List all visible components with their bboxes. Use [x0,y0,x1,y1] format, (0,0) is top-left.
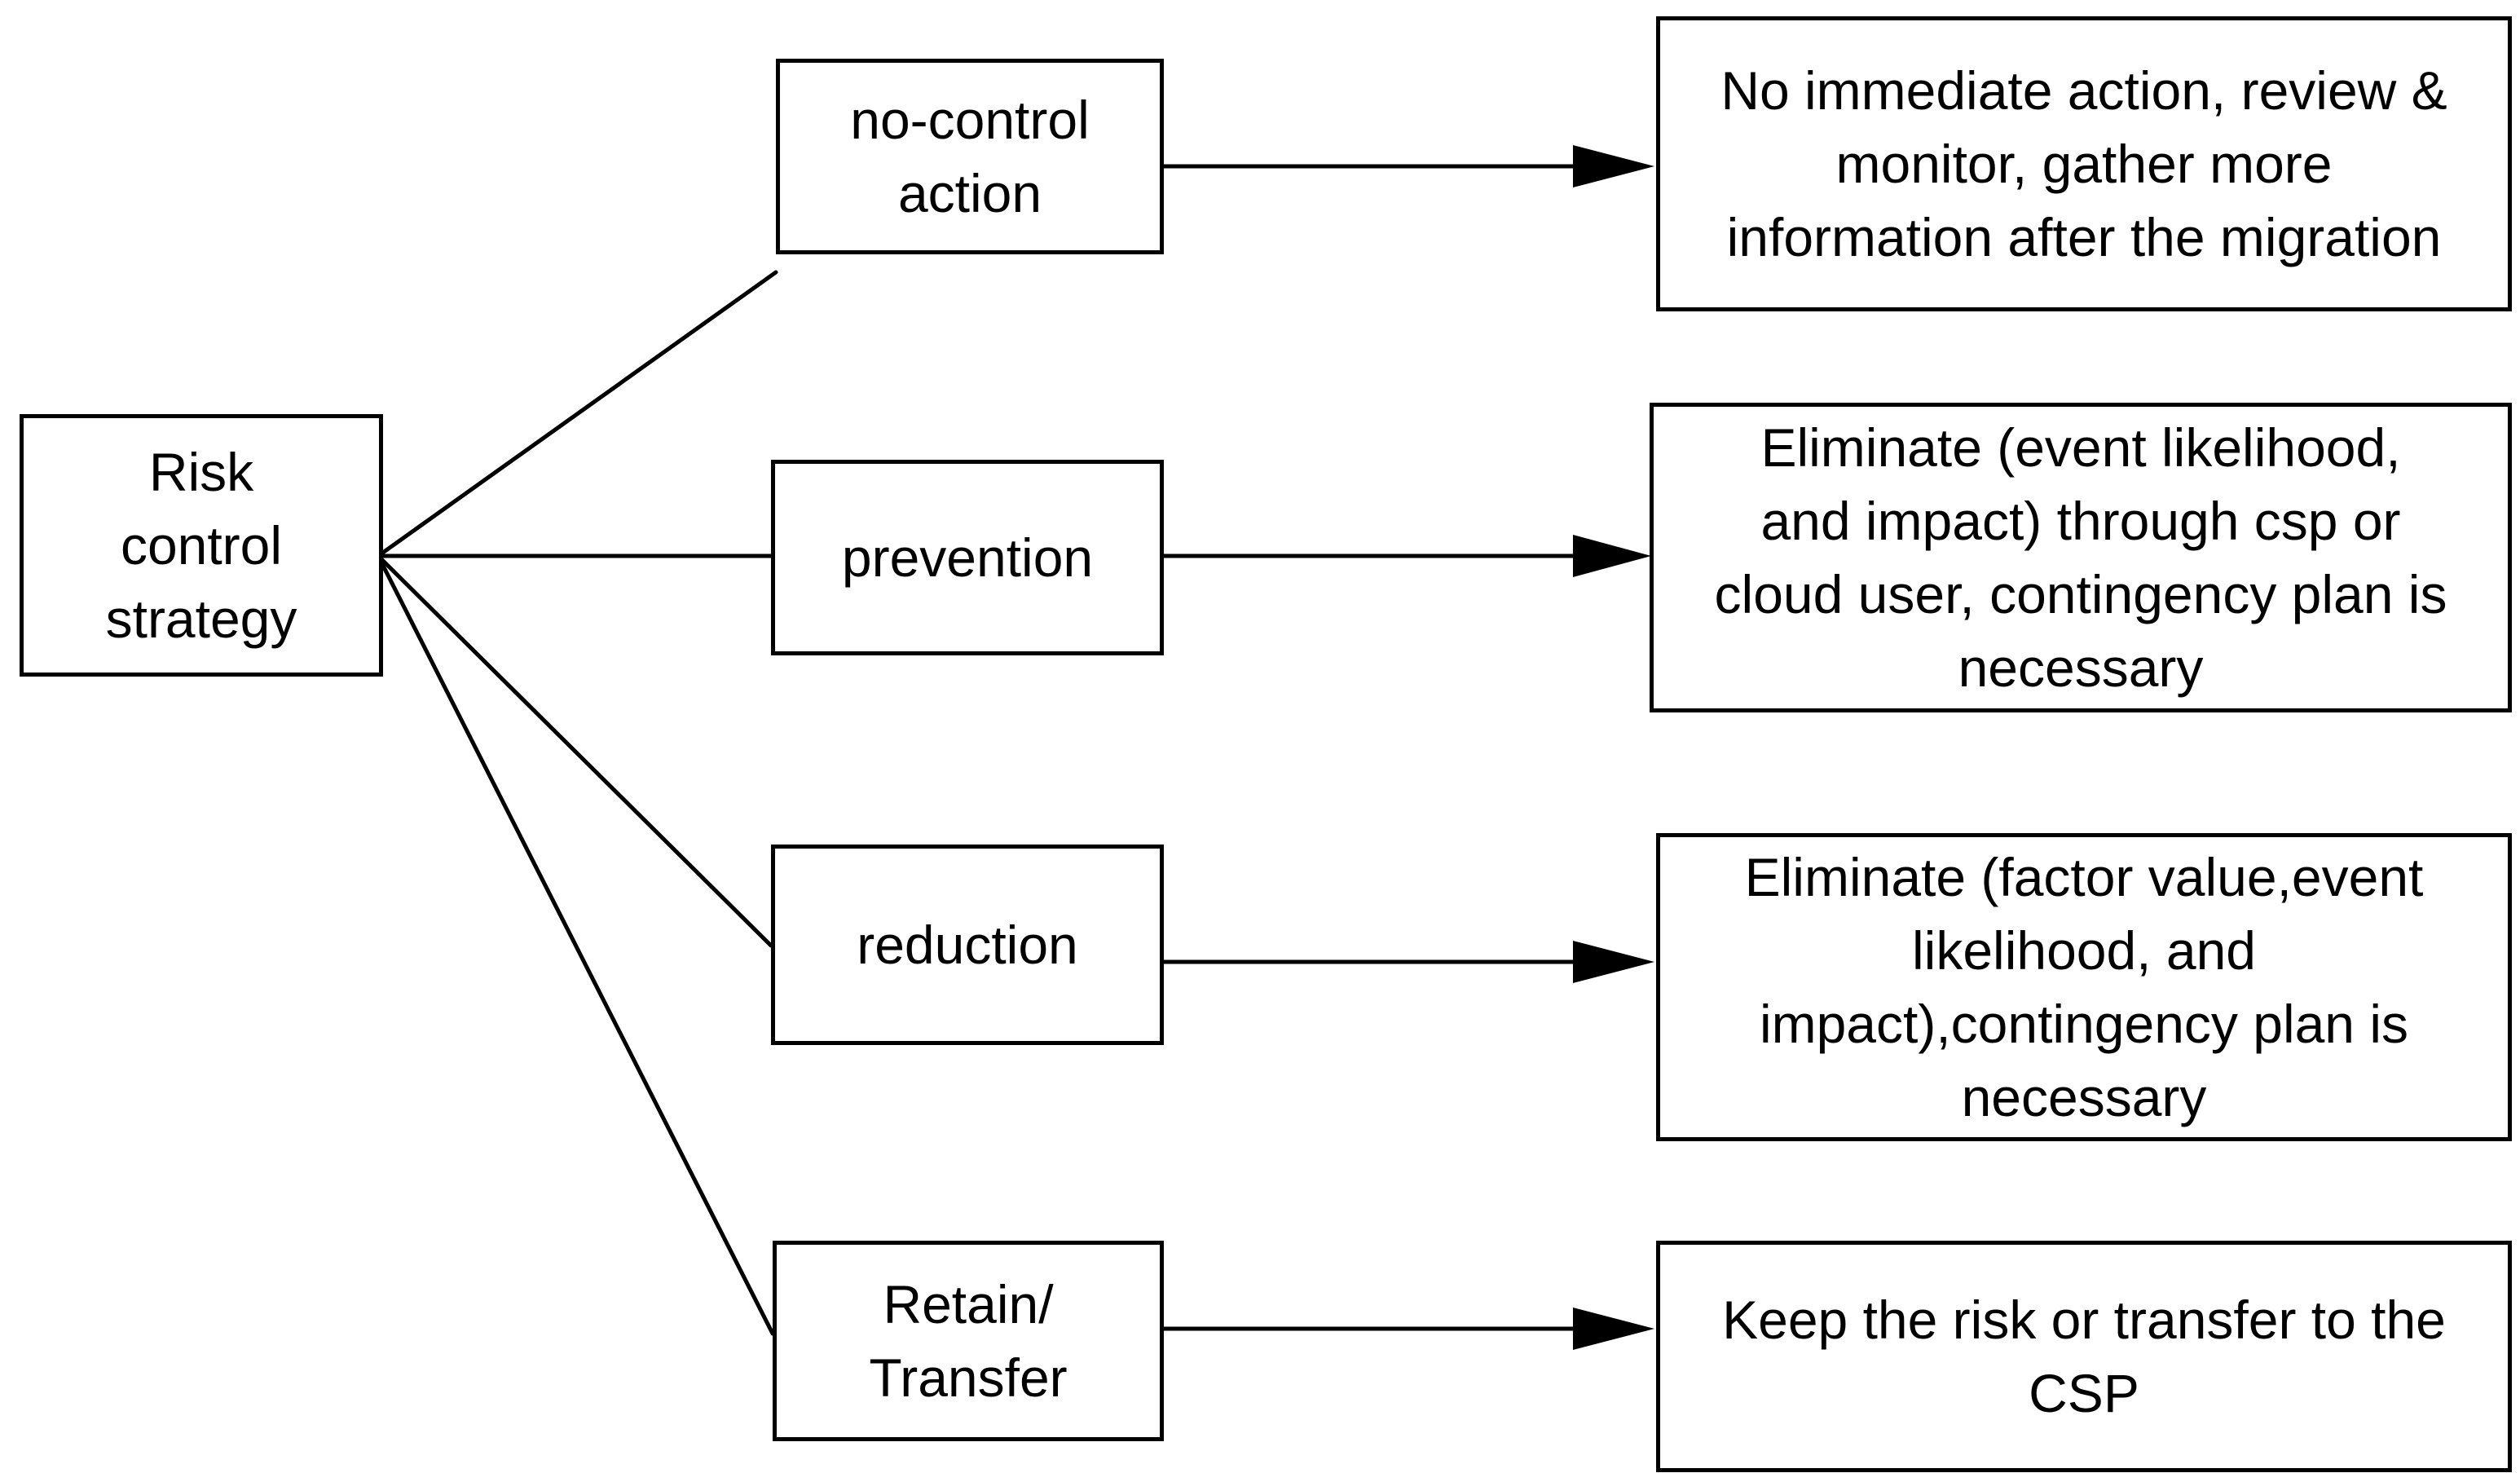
branch-node-label: reduction [857,915,1078,975]
arrowhead-no-control-action [1573,145,1654,187]
root-node-label: Risk control strategy [105,442,297,649]
branch-node-label: no-control action [850,90,1090,223]
branch-node-retain-transfer: Retain/ Transfer [773,1241,1164,1441]
arrowhead-reduction [1573,941,1654,983]
branch-node-reduction: reduction [771,845,1164,1045]
branch-node-label: prevention [841,527,1094,588]
branch-node-prevention: prevention [771,460,1164,655]
outcome-node-text: Eliminate (factor value,event likelihood… [1744,847,2424,1127]
outcome-node-text: No immediate action, review & monitor, g… [1720,60,2447,267]
arrowhead-retain-transfer [1573,1308,1654,1350]
outcome-node-text: Eliminate (event likelihood, and impact)… [1714,417,2447,698]
connector-root-to-no-control-action [376,270,778,558]
connector-root-to-reduction [376,553,773,948]
outcome-node-reduction: Eliminate (factor value,event likelihood… [1656,833,2512,1141]
root-node-risk-control-strategy: Risk control strategy [20,414,383,677]
outcome-node-no-control-action: No immediate action, review & monitor, g… [1656,16,2512,311]
outcome-node-prevention: Eliminate (event likelihood, and impact)… [1650,403,2512,712]
outcome-node-retain-transfer: Keep the risk or transfer to the CSP [1656,1241,2512,1472]
branch-node-no-control-action: no-control action [776,59,1164,254]
arrowhead-prevention [1573,535,1651,577]
branch-node-label: Retain/ Transfer [869,1274,1068,1408]
connector-root-to-retain-transfer [376,553,775,1336]
outcome-node-text: Keep the risk or transfer to the CSP [1722,1290,2446,1423]
